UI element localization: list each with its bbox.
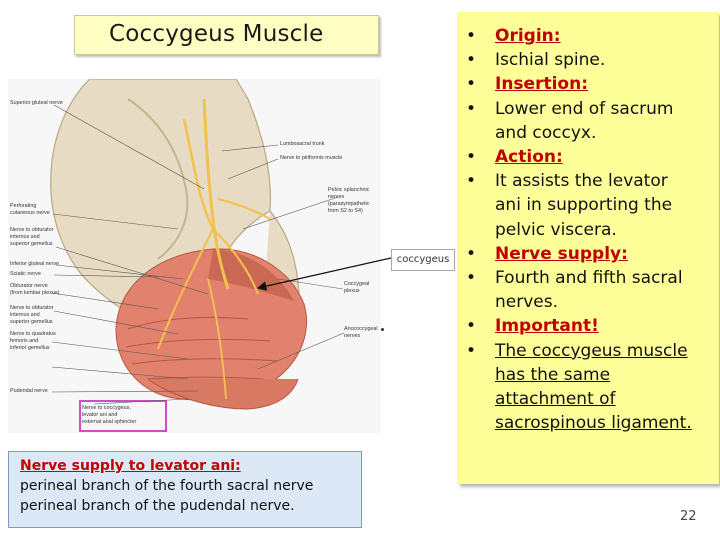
label-inferior-gluteal: Inferior gluteal nerve <box>10 261 59 267</box>
slide-title: Coccygeus Muscle <box>109 21 324 47</box>
bullet-item: Action: <box>466 145 710 169</box>
label-perforating: cutaneous nerve <box>10 210 50 216</box>
label-coccygeal-plexus: plexus <box>344 288 360 294</box>
label-pelvic-splanchnic: (parasympathetic <box>328 201 370 207</box>
label-pelvic-splanchnic: nerves <box>328 194 344 200</box>
label-nerve-quadratus: femoris and <box>10 338 38 344</box>
label-anococcygeal: nerves <box>344 333 360 339</box>
label-pudendal: Pudendal nerve <box>10 388 48 394</box>
important-text: The coccygeus muscle has the same attach… <box>495 340 692 434</box>
pelvis-nerve-diagram: Superior gluteal nerve Lumbosacral trunk… <box>8 78 381 433</box>
bullet-item: Important! <box>466 314 710 338</box>
label-obturator: Obturator nerve <box>10 283 48 289</box>
label-nerve-obturator-internus: Nerve to obturator <box>10 305 54 311</box>
anatomy-illustration: Superior gluteal nerve Lumbosacral trunk… <box>8 78 381 433</box>
bullet-list: Origin: Ischial spine. Insertion: Lower … <box>466 24 710 435</box>
bullet-item: Origin: <box>466 24 710 48</box>
label-nerve-obturator: Nerve to obturator <box>10 227 54 233</box>
origin-text: Ischial spine. <box>495 50 606 71</box>
label-nerve-quadratus: inferior gemellus <box>10 345 50 351</box>
origin-heading: Origin: <box>495 26 561 46</box>
important-heading: Important! <box>495 316 599 337</box>
label-nerve-coccygeus: Nerve to coccygeus, <box>82 405 131 411</box>
label-nerve-obturator-internus: internus and <box>10 312 40 318</box>
nerve-box-line2: perineal branch of the pudendal nerve. <box>20 498 295 514</box>
label-coccygeal-plexus: Coccygeal <box>344 281 369 287</box>
bullet-item: It assists the levator ani in supporting… <box>466 169 687 242</box>
label-sciatic: Sciatic nerve <box>10 271 41 277</box>
nerve-supply-heading: Nerve supply: <box>495 243 628 264</box>
bullet-item: Lower end of sacrum and coccyx. <box>466 97 687 145</box>
bullet-item: Ischial spine. <box>466 48 710 72</box>
insertion-heading: Insertion: <box>495 74 588 95</box>
nerve-supply-box: Nerve supply to levator ani: perineal br… <box>8 451 362 528</box>
label-anococcygeal: Anococcygeal <box>344 326 378 332</box>
insertion-text: Lower end of sacrum and coccyx. <box>495 98 674 143</box>
coccygeus-callout: coccygeus <box>391 249 455 271</box>
label-pelvic-splanchnic: Pelvic splanchnic <box>328 187 370 193</box>
bullet-item: Fourth and fifth sacral nerves. <box>466 266 710 314</box>
label-obturator: (from lumbar plexus) <box>10 290 60 296</box>
label-pelvic-splanchnic: from S2 to S4) <box>328 208 363 214</box>
label-nerve-quadratus: Nerve to quadratus <box>10 331 56 337</box>
title-box: Coccygeus Muscle <box>74 15 379 55</box>
stray-dot <box>381 328 384 331</box>
label-nerve-to-piriformis: Nerve to piriformis muscle <box>280 155 342 161</box>
nerve-supply-text: Fourth and fifth sacral nerves. <box>495 268 683 313</box>
label-nerve-obturator: internus and <box>10 234 40 240</box>
nerve-box-heading: Nerve supply to levator ani: <box>20 458 241 474</box>
bullet-item: Insertion: <box>466 72 710 96</box>
label-lumbosacral-trunk: Lumbosacral trunk <box>280 141 325 147</box>
label-perforating: Perforating <box>10 203 36 209</box>
label-nerve-obturator-internus: superior gemellus <box>10 319 53 325</box>
label-nerve-coccygeus: levator ani and <box>82 412 117 418</box>
bullet-item: The coccygeus muscle has the same attach… <box>466 339 703 436</box>
action-text: It assists the levator ani in supporting… <box>495 171 673 240</box>
nerve-box-line1: perineal branch of the fourth sacral ner… <box>20 478 314 494</box>
label-nerve-obturator: superior gemellus <box>10 241 53 247</box>
label-superior-gluteal-nerve: Superior gluteal nerve <box>10 100 63 106</box>
page-number: 22 <box>680 509 697 524</box>
label-nerve-coccygeus: external anal sphincter <box>82 419 136 425</box>
bullet-item: Nerve supply: <box>466 242 710 266</box>
action-heading: Action: <box>495 147 563 168</box>
